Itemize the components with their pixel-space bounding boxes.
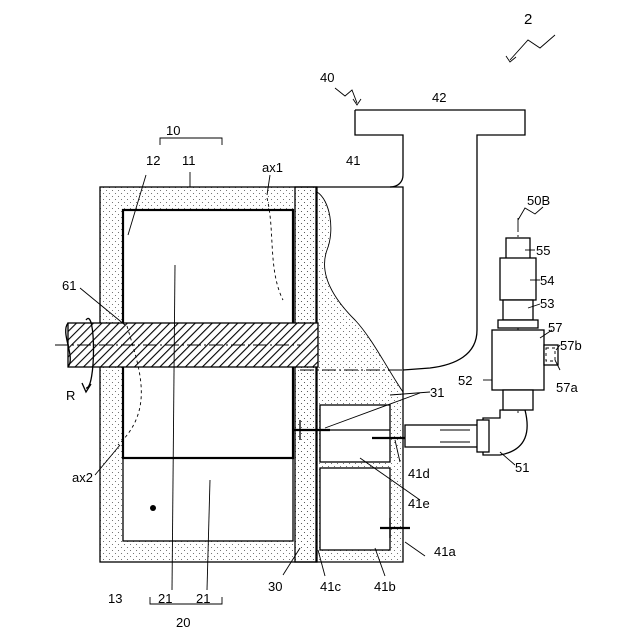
point-13 bbox=[150, 505, 156, 511]
label-50B: 50B bbox=[527, 193, 550, 208]
label-11: 11 bbox=[182, 153, 196, 168]
label-13: 13 bbox=[108, 591, 122, 606]
pipe bbox=[405, 410, 527, 455]
label-61: 61 bbox=[62, 278, 76, 293]
label-21-right: 21 bbox=[196, 591, 210, 606]
label-51: 51 bbox=[515, 460, 529, 475]
wall-30 bbox=[295, 187, 317, 562]
label-41: 41 bbox=[346, 153, 360, 168]
label-41b: 41b bbox=[374, 579, 396, 594]
casing bbox=[100, 187, 316, 562]
label-R: R bbox=[66, 388, 75, 403]
label-41c: 41c bbox=[320, 579, 341, 594]
label-53: 53 bbox=[540, 296, 554, 311]
label-10: 10 bbox=[166, 123, 180, 138]
label-41e: 41e bbox=[408, 496, 430, 511]
label-21-left: 21 bbox=[158, 591, 172, 606]
label-42: 42 bbox=[432, 90, 446, 105]
label-40: 40 bbox=[320, 70, 334, 85]
label-54: 54 bbox=[540, 273, 554, 288]
label-52: 52 bbox=[458, 373, 472, 388]
label-2: 2 bbox=[524, 11, 532, 28]
label-41d: 41d bbox=[408, 466, 430, 481]
label-57b: 57b bbox=[560, 338, 582, 353]
label-57: 57 bbox=[548, 320, 562, 335]
label-55: 55 bbox=[536, 243, 550, 258]
label-31: 31 bbox=[430, 385, 444, 400]
label-ax2: ax2 bbox=[72, 470, 93, 485]
label-57a: 57a bbox=[556, 380, 578, 395]
label-ax1: ax1 bbox=[262, 160, 283, 175]
label-30: 30 bbox=[268, 579, 282, 594]
label-12: 12 bbox=[146, 153, 160, 168]
label-20: 20 bbox=[176, 615, 190, 630]
label-41a: 41a bbox=[434, 544, 456, 559]
